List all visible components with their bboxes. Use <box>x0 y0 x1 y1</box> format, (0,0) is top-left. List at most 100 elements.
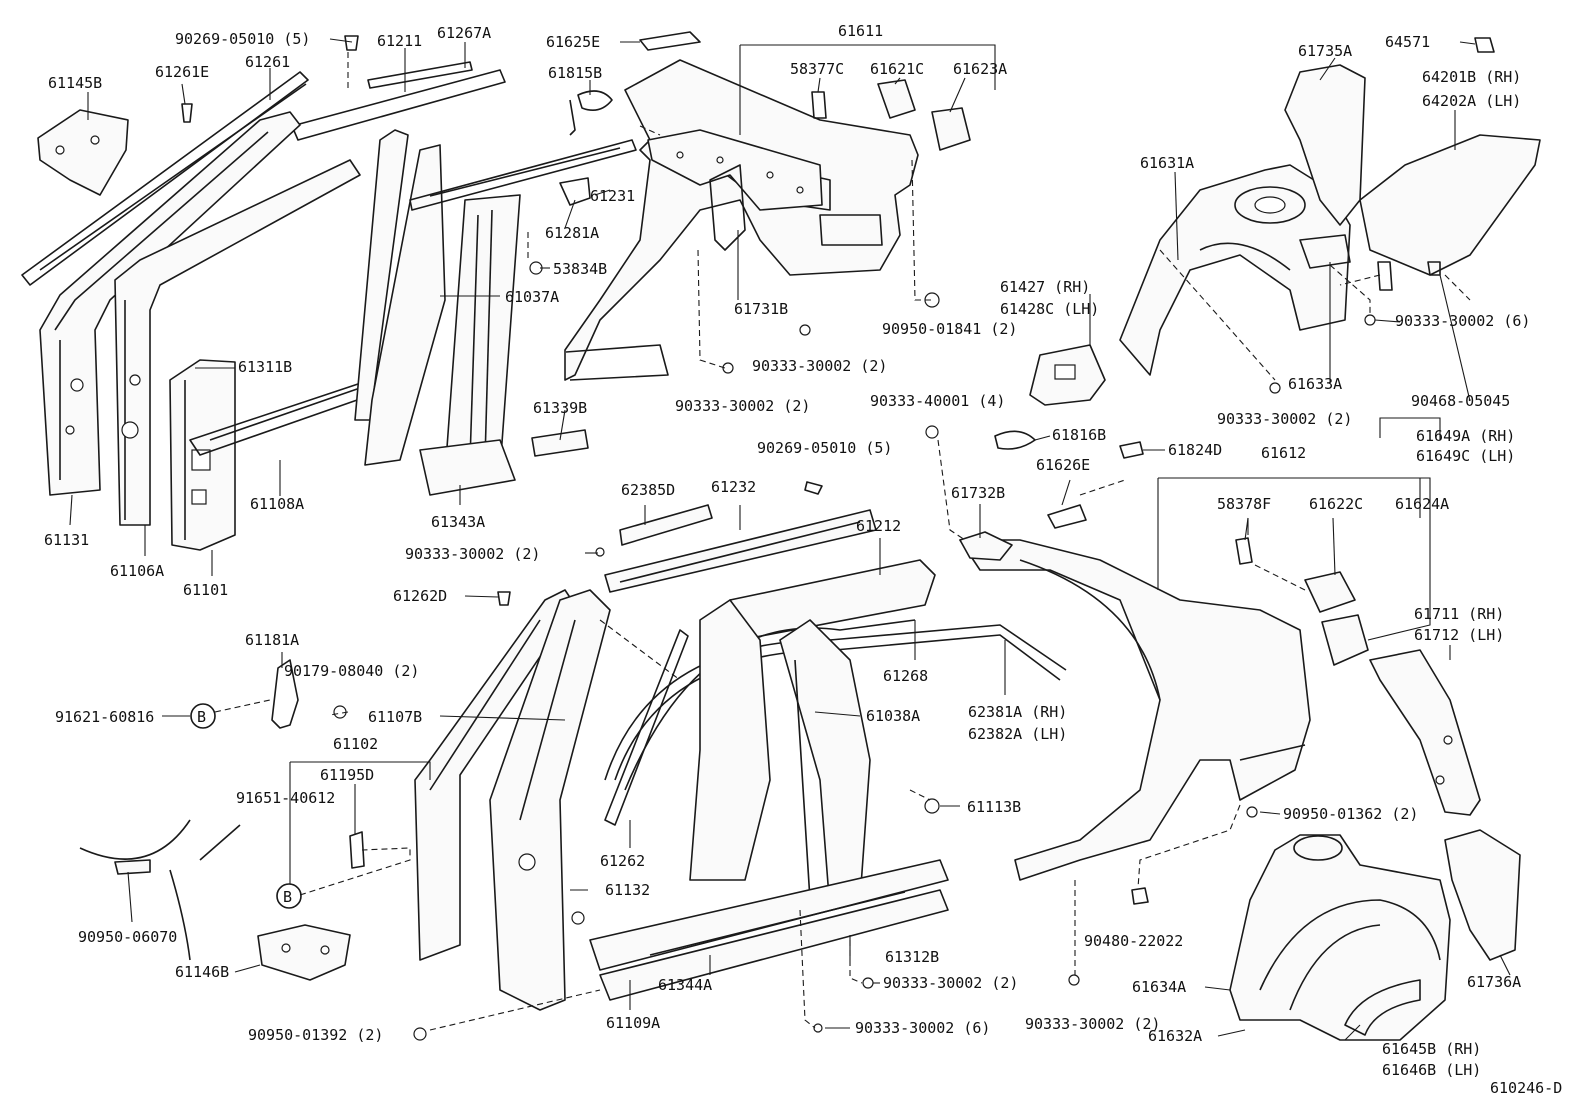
label-90333-30002-e: 90333-30002 (2) <box>883 974 1018 992</box>
label-90269-05010-top: 90269-05010 (5) <box>175 30 310 48</box>
label-61106a: 61106A <box>110 562 164 580</box>
label-61646b: 61646B (LH) <box>1382 1061 1481 1079</box>
label-90480-22022: 90480-22022 <box>1084 932 1183 950</box>
label-61107b: 61107B <box>368 708 422 726</box>
label-61612: 61612 <box>1261 444 1306 462</box>
label-61212: 61212 <box>856 517 901 535</box>
label-90950-06070: 90950-06070 <box>78 928 177 946</box>
label-61339b: 61339B <box>533 399 587 417</box>
label-61343a: 61343A <box>431 513 485 531</box>
label-61131: 61131 <box>44 531 89 549</box>
label-61428c: 61428C (LH) <box>1000 300 1099 318</box>
leader-lines <box>69 38 1511 1041</box>
label-61262d: 61262D <box>393 587 447 605</box>
lower-left-brackets <box>79 659 427 1041</box>
label-61736a: 61736A <box>1467 973 1521 991</box>
label-61108a: 61108A <box>250 495 304 513</box>
label-91621-60816: 91621-60816 <box>55 708 154 726</box>
label-61633a: 61633A <box>1288 375 1342 393</box>
callout-b-ring-bottom <box>276 883 302 909</box>
rear-wheelhouse-upper <box>1029 37 1541 406</box>
label-90333-40001: 90333-40001 (4) <box>870 392 1005 410</box>
label-61712: 61712 (LH) <box>1414 626 1504 644</box>
label-90950-01841: 90950-01841 (2) <box>882 320 1017 338</box>
label-61623a: 61623A <box>953 60 1007 78</box>
label-61211: 61211 <box>377 32 422 50</box>
label-61624a: 61624A <box>1395 495 1449 513</box>
label-90333-30002-f: 90333-30002 (2) <box>1025 1015 1160 1033</box>
rear-quarter-panel-lower <box>925 425 1481 905</box>
diagram-id: 610246-D <box>1490 1079 1562 1097</box>
label-61312b: 61312B <box>885 948 939 966</box>
label-61037a: 61037A <box>505 288 559 306</box>
part-labels: 90269-05010 (5) 61211 61267A 61625E 6161… <box>44 22 1562 1097</box>
front-pillar-assembly <box>21 35 637 551</box>
rear-quarter-panel-upper <box>564 31 971 381</box>
label-61038a: 61038A <box>866 707 920 725</box>
label-90333-30002-b: 90333-30002 (2) <box>675 397 810 415</box>
label-62381a: 62381A (RH) <box>968 703 1067 721</box>
label-58377c: 58377C <box>790 60 844 78</box>
label-61344a: 61344A <box>658 976 712 994</box>
label-61816b: 61816B <box>1052 426 1106 444</box>
label-90950-01392: 90950-01392 (2) <box>248 1026 383 1044</box>
label-61132: 61132 <box>605 881 650 899</box>
label-61649c: 61649C (LH) <box>1416 447 1515 465</box>
label-62382a: 62382A (LH) <box>968 725 1067 743</box>
label-64202a: 64202A (LH) <box>1422 92 1521 110</box>
callout-b-top: B <box>197 708 206 726</box>
lower-body-side <box>414 481 1080 1033</box>
label-61102: 61102 <box>333 735 378 753</box>
callout-b-bottom: B <box>283 888 292 906</box>
label-61261e: 61261E <box>155 63 209 81</box>
label-61181a: 61181A <box>245 631 299 649</box>
label-64571: 64571 <box>1385 33 1430 51</box>
label-90269-05010-mid: 90269-05010 (5) <box>757 439 892 457</box>
label-61711: 61711 (RH) <box>1414 605 1504 623</box>
label-64201b: 64201B (RH) <box>1422 68 1521 86</box>
label-61731b: 61731B <box>734 300 788 318</box>
label-61824d: 61824D <box>1168 441 1222 459</box>
label-61732b: 61732B <box>951 484 1005 502</box>
label-90468-05045: 90468-05045 <box>1411 392 1510 410</box>
label-61625e: 61625E <box>546 33 600 51</box>
label-61621c: 61621C <box>870 60 924 78</box>
label-61634a: 61634A <box>1132 978 1186 996</box>
label-62385d: 62385D <box>621 481 675 499</box>
label-61145b: 61145B <box>48 74 102 92</box>
label-61231: 61231 <box>590 187 635 205</box>
label-61267a: 61267A <box>437 24 491 42</box>
label-61626e: 61626E <box>1036 456 1090 474</box>
label-61109a: 61109A <box>606 1014 660 1032</box>
label-61649a: 61649A (RH) <box>1416 427 1515 445</box>
label-90333-30002-6-top: 90333-30002 (6) <box>1395 312 1530 330</box>
label-61232: 61232 <box>711 478 756 496</box>
label-90179-08040: 90179-08040 (2) <box>284 662 419 680</box>
label-53834b: 53834B <box>553 260 607 278</box>
label-61611: 61611 <box>838 22 883 40</box>
dashed-connectors <box>214 52 1471 1031</box>
label-61622c: 61622C <box>1309 495 1363 513</box>
label-61815b: 61815B <box>548 64 602 82</box>
label-61427: 61427 (RH) <box>1000 278 1090 296</box>
label-61631a: 61631A <box>1140 154 1194 172</box>
label-61113b: 61113B <box>967 798 1021 816</box>
label-61146b: 61146B <box>175 963 229 981</box>
label-90333-30002-c: 90333-30002 (2) <box>1217 410 1352 428</box>
label-61311b: 61311B <box>238 358 292 376</box>
label-90950-01362: 90950-01362 (2) <box>1283 805 1418 823</box>
label-61735a: 61735A <box>1298 42 1352 60</box>
label-90333-30002-6-bottom: 90333-30002 (6) <box>855 1019 990 1037</box>
label-61101: 61101 <box>183 581 228 599</box>
label-61195d: 61195D <box>320 766 374 784</box>
rear-wheelhouse-lower <box>1229 829 1521 1041</box>
label-61632a: 61632A <box>1148 1027 1202 1045</box>
label-90333-30002-d: 90333-30002 (2) <box>405 545 540 563</box>
label-61645b: 61645B (RH) <box>1382 1040 1481 1058</box>
label-91651-40612: 91651-40612 <box>236 789 335 807</box>
callout-b-ring-top <box>190 703 216 729</box>
label-61261: 61261 <box>245 53 290 71</box>
label-61268: 61268 <box>883 667 928 685</box>
